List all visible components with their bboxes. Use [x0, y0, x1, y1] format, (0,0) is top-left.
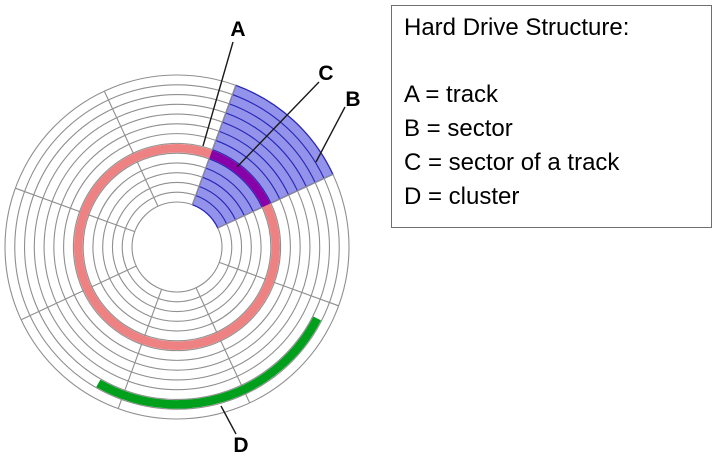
sector-stripe [232, 94, 325, 179]
sector-stripe [208, 158, 263, 208]
sector-stripe [218, 130, 290, 196]
sector-line [117, 289, 163, 409]
label-line-b [315, 106, 346, 163]
track-ring [111, 181, 243, 313]
track-ring [82, 152, 272, 342]
sector-of-track-highlight [209, 150, 271, 208]
track-ring [23, 93, 331, 401]
track-ring [4, 74, 350, 420]
sector-stripe [225, 112, 307, 187]
track-highlight [74, 144, 280, 350]
label-b: B [345, 88, 360, 111]
sector-stripe [235, 84, 334, 175]
sector-stripe [212, 149, 272, 204]
label-line-a [202, 41, 234, 147]
sector-line [195, 287, 251, 404]
legend-items: A = track B = sector C = sector of a tra… [404, 78, 699, 214]
sector-line [217, 173, 334, 229]
label-d: D [233, 434, 248, 457]
sector-stripe [195, 195, 228, 225]
track-ring [121, 191, 233, 303]
track-ring [43, 113, 311, 381]
label-c: C [318, 62, 333, 85]
track-ring [14, 84, 340, 410]
legend-item-track: A = track [404, 81, 499, 108]
legend-panel: Hard Drive Structure: A = track B = sect… [391, 5, 712, 228]
legend-item-sector-of-track: C = sector of a track [404, 149, 620, 176]
track-ring [53, 123, 301, 371]
sector-stripe [222, 121, 298, 192]
label-line-c [236, 81, 320, 168]
track-rings-group [4, 74, 350, 420]
track-ring [102, 172, 252, 322]
highlights-group [74, 144, 321, 409]
sector-stripe [202, 176, 245, 216]
sector-stripe [215, 139, 281, 200]
sector-stripe [205, 167, 254, 212]
sector-stripe [192, 204, 219, 229]
sector-line [219, 261, 339, 307]
legend-title: Hard Drive Structure: [404, 14, 630, 41]
label-line-d [220, 405, 237, 435]
track-ring [33, 103, 321, 391]
track-ring [131, 201, 223, 293]
sector-line [103, 90, 159, 207]
track-ring [63, 133, 291, 361]
legend-item-sector: B = sector [404, 115, 513, 142]
track-ring [72, 142, 282, 352]
sector-line [20, 265, 137, 321]
sector-line [15, 187, 135, 233]
cluster-highlight [96, 316, 321, 409]
legend-item-cluster: D = cluster [404, 183, 520, 210]
sector-stripes-group [192, 84, 334, 229]
sector-line [191, 85, 237, 205]
label-a: A [230, 18, 245, 41]
sector-stripe [228, 103, 316, 183]
sector-stripe [198, 185, 236, 220]
sector-lines-group [15, 85, 339, 409]
track-ring [92, 162, 262, 332]
